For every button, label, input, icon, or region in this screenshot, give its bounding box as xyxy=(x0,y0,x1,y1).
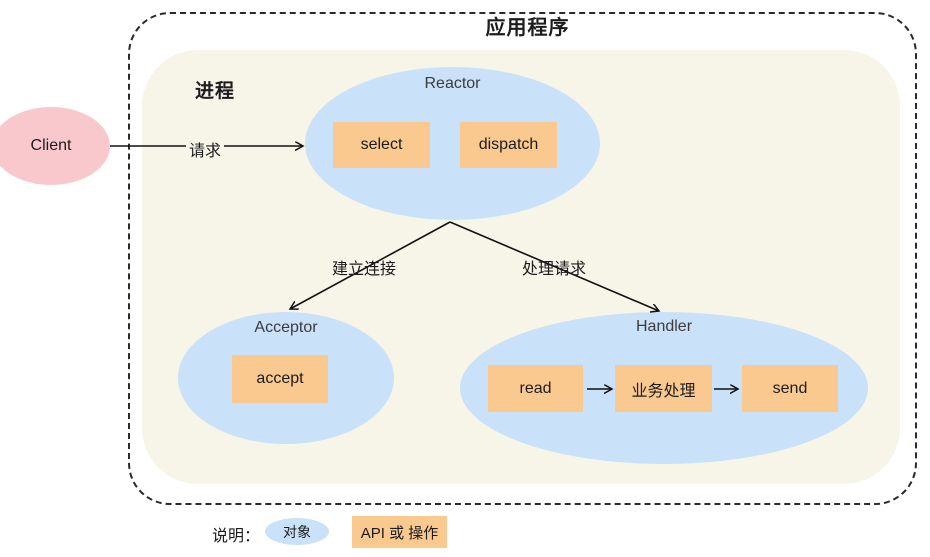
select-op-box: select xyxy=(333,122,430,168)
reactor-label: Reactor xyxy=(424,75,481,92)
send-op-box: send xyxy=(742,365,838,412)
legend-object-sample: 对象 xyxy=(265,518,329,545)
handler-label: Handler xyxy=(635,318,693,335)
dispatch-op-box: dispatch xyxy=(460,122,557,168)
process-label: 进程 xyxy=(195,81,236,102)
request-edge-label: 请求 xyxy=(186,136,225,162)
read-op-box: read xyxy=(488,365,583,412)
legend-api-sample: API 或 操作 xyxy=(352,516,447,548)
handle-request-edge-label: 处理请求 xyxy=(522,261,587,278)
business-process-op-box: 业务处理 xyxy=(615,365,712,412)
application-title: 应用程序 xyxy=(485,17,570,39)
accept-op-box: accept xyxy=(232,355,328,403)
client-label: Client xyxy=(30,137,72,154)
establish-connection-edge-label: 建立连接 xyxy=(332,261,397,278)
legend-title: 说明： xyxy=(212,528,261,545)
application-boundary xyxy=(128,12,917,505)
acceptor-label: Acceptor xyxy=(254,319,318,336)
client-node: Client xyxy=(0,107,110,185)
legend-object-label: 对象 xyxy=(283,523,311,540)
